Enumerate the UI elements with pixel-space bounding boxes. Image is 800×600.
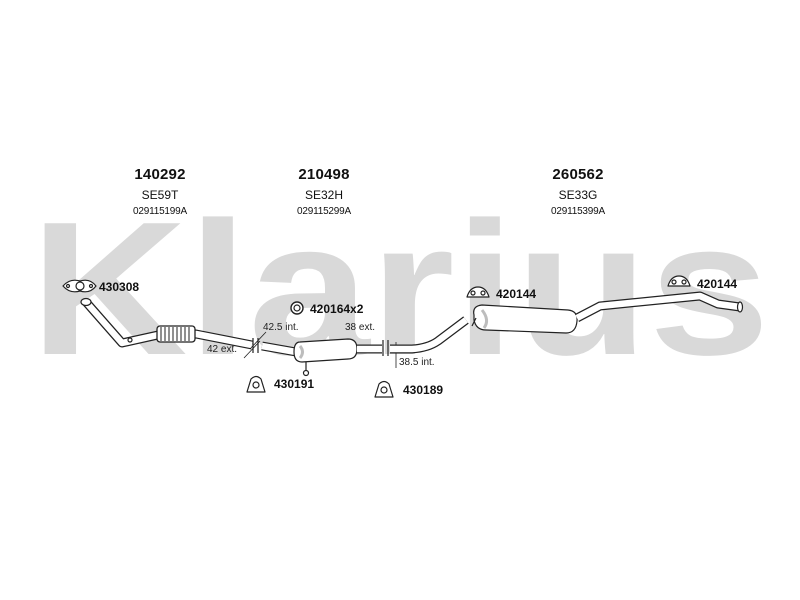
oem-code: 029115199A xyxy=(133,206,187,217)
section-rear-silencer: 260562 SE33G 029115399A xyxy=(528,166,628,217)
fitting-label-430189: 430189 xyxy=(403,383,444,397)
rubber-hanger-icon xyxy=(466,286,490,298)
dimension-label: 38.5 int. xyxy=(399,357,435,368)
section-front-pipe: 140292 SE59T 029115199A xyxy=(110,166,210,217)
fitting-label-420144: 420144 xyxy=(496,287,537,301)
oem-code: 029115399A xyxy=(551,206,605,217)
section-center-silencer: 210498 SE32H 029115299A xyxy=(274,166,374,217)
part-number: 260562 xyxy=(552,166,604,183)
rear-silencer-part xyxy=(390,291,744,354)
fitting-label-430191: 430191 xyxy=(274,377,315,391)
joint-marker xyxy=(243,331,267,359)
ring-gasket-icon xyxy=(290,301,304,315)
part-number: 210498 xyxy=(298,166,350,183)
part-code: SE33G xyxy=(558,188,598,202)
fitting-label-420144: 420144 xyxy=(697,277,738,291)
dimension-label: 42.5 int. xyxy=(263,322,299,333)
fitting-label-420164: 420164x2 xyxy=(310,302,364,316)
part-code: SE32H xyxy=(304,188,344,202)
mount-bracket-icon xyxy=(246,375,266,393)
clamp-gasket-icon xyxy=(62,279,97,293)
part-number: 140292 xyxy=(134,166,186,183)
joint-marker xyxy=(382,340,397,368)
part-code: SE59T xyxy=(141,188,179,202)
dimension-label: 42 ext. xyxy=(207,344,238,355)
center-silencer-part xyxy=(261,338,382,377)
dimension-label: 38 ext. xyxy=(345,322,376,333)
front-pipe-part xyxy=(80,297,253,350)
fitting-label-430308: 430308 xyxy=(99,280,140,294)
oem-code: 029115299A xyxy=(297,206,351,217)
rubber-hanger-icon xyxy=(667,275,691,287)
mount-bracket-icon xyxy=(374,380,394,398)
